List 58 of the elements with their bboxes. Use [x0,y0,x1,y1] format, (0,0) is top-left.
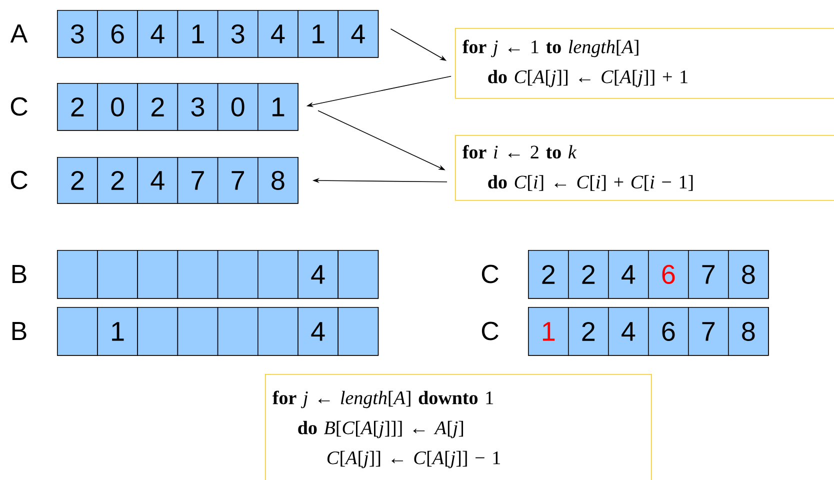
empty-cell [338,250,379,299]
empty-cell [57,307,98,356]
array-cell: 4 [608,250,649,299]
empty-cell [177,250,218,299]
array-cell: 0 [217,83,258,131]
array-cell: 1 [528,307,569,356]
array-cell: 4 [258,10,298,58]
array-cell: 4 [137,10,178,58]
array-cell: 6 [97,10,138,58]
array-cell: 1 [177,10,218,58]
array-cell: 2 [57,157,98,204]
array-cell: 1 [97,307,138,356]
array-cell: 7 [217,157,258,204]
array-cell: 8 [258,157,298,204]
empty-cell [137,307,178,356]
empty-cell [57,250,98,299]
array-cell: 3 [57,10,98,58]
array-cell: 8 [728,307,769,356]
array-label: A [10,24,28,42]
empty-cell [258,307,298,356]
empty-cell [177,307,218,356]
array-cell: 1 [258,83,298,131]
array-cell: 2 [528,250,569,299]
pseudocode-box: for j ← 1 to length[A] do C[A[j]] ← C[A[j]] + 1 [455,28,834,99]
array-cell: 7 [177,157,218,204]
array-cell: 2 [57,83,98,131]
array-label: C [10,97,28,116]
array-cell: 7 [688,250,729,299]
array-cell: 6 [648,307,689,356]
array-label: C [482,322,498,340]
array-cell: 4 [298,307,338,356]
pseudocode-box: for i ← 2 to k do C[i] ← C[i] + C[i − 1] [455,135,834,201]
empty-cell [338,307,379,356]
array-cell: 6 [648,250,689,299]
array-cell: 3 [177,83,218,131]
array-label: C [10,170,28,190]
array-cell: 4 [608,307,649,356]
array-cell: 1 [298,10,338,58]
pseudocode-box: for j ← length[A] downto 1 do B[C[A[j]]] ← A[j] C[A[j]] ← C[A[j]] − 1 [265,374,652,480]
array-cell: 2 [97,157,138,204]
array-cell: 2 [568,307,609,356]
array-label: B [12,322,26,340]
array-cell: 4 [338,10,379,58]
array-cell: 2 [137,83,178,131]
array-cell: 4 [137,157,178,204]
array-cell: 3 [217,10,258,58]
array-label: B [12,265,26,283]
empty-cell [258,250,298,299]
array-cell: 0 [97,83,138,131]
empty-cell [97,250,138,299]
array-cell: 8 [728,250,769,299]
array-label: C [482,264,498,284]
empty-cell [137,250,178,299]
array-cell: 7 [688,307,729,356]
empty-cell [217,250,258,299]
empty-cell [217,307,258,356]
array-cell: 4 [298,250,338,299]
array-cell: 2 [568,250,609,299]
